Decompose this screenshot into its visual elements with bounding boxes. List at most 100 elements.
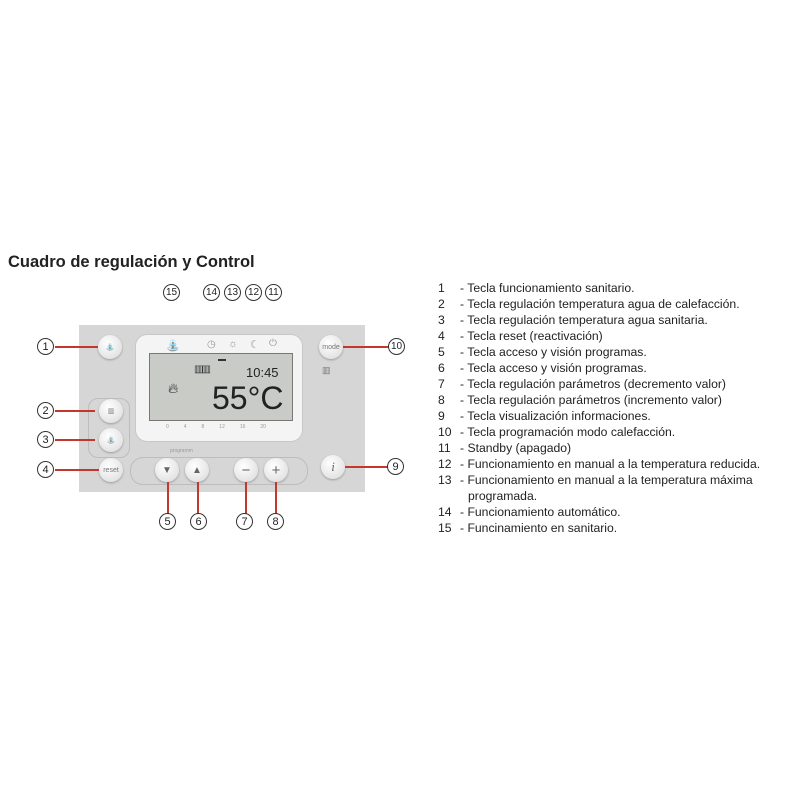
leader-line: [167, 482, 169, 514]
legend-text: - Funcionamiento en manual a la temperat…: [460, 473, 753, 487]
diagram-title: Cuadro de regulación y Control: [8, 253, 255, 271]
legend-item: 13- Funcionamiento en manual a la temper…: [438, 472, 753, 488]
hour-scale: 0 4 8 12 16 20: [166, 424, 266, 430]
legend-number: 8: [438, 393, 445, 407]
legend-text: - Tecla visualización informaciones.: [460, 409, 651, 423]
callout-6: 6: [190, 513, 207, 530]
legend-item: 10- Tecla programación modo calefacción.: [438, 424, 675, 440]
tap-icon: ⛲: [106, 437, 116, 444]
legend-text: - Tecla regulación temperatura agua de c…: [460, 297, 740, 311]
leader-line: [55, 410, 95, 412]
callout-12: 12: [245, 284, 262, 301]
leader-line: [197, 482, 199, 514]
legend-number: 3: [438, 313, 445, 327]
legend-number: 2: [438, 297, 445, 311]
legend-number: 4: [438, 329, 445, 343]
moon-icon: ☾: [250, 339, 260, 351]
legend-number: 11: [438, 441, 451, 455]
info-button[interactable]: i: [321, 455, 345, 479]
callout-13: 13: [224, 284, 241, 301]
leader-line: [275, 482, 277, 514]
indicator-bar: [218, 359, 226, 361]
legend-item: 8 - Tecla regulación parámetros (incremen…: [438, 392, 722, 408]
heating-temp-button[interactable]: ▥: [99, 399, 123, 423]
tap-icon: ⛲: [105, 344, 115, 351]
radiator-mode-icon: ▥: [322, 365, 331, 375]
legend-number: 5: [438, 345, 445, 359]
legend-item: 1 - Tecla funcionamiento sanitario.: [438, 280, 635, 296]
leader-line: [343, 346, 389, 348]
callout-10: 10: [388, 338, 405, 355]
callout-14: 14: [203, 284, 220, 301]
legend-number: 9: [438, 409, 445, 423]
reset-button[interactable]: reset: [99, 458, 123, 482]
legend-item: programada.: [438, 488, 537, 504]
radiator-icon: ▥: [107, 408, 115, 415]
legend-item: 3 - Tecla regulación temperatura agua san…: [438, 312, 708, 328]
legend-item: 9 - Tecla visualización informaciones.: [438, 408, 651, 424]
leader-line: [245, 482, 247, 514]
leader-line: [345, 466, 388, 468]
callout-15: 15: [163, 284, 180, 301]
legend-text: - Standby (apagado): [460, 441, 572, 455]
legend-number: 10: [438, 425, 452, 439]
legend-text: - Tecla reset (reactivación): [460, 329, 603, 343]
legend-text: - Tecla regulación parámetros (decrement…: [460, 377, 726, 391]
legend-item: 7 - Tecla regulación parámetros (decremen…: [438, 376, 726, 392]
legend-item: 15- Funcinamiento en sanitario.: [438, 520, 617, 536]
temperature-readout: 55°C: [212, 380, 284, 416]
callout-8: 8: [267, 513, 284, 530]
legend-text: programada.: [468, 489, 538, 503]
callout-9: 9: [387, 458, 404, 475]
legend-text: - Tecla funcionamiento sanitario.: [460, 281, 635, 295]
legend-number: 7: [438, 377, 445, 391]
sun-icon: ☼: [228, 338, 239, 350]
program-down-button[interactable]: ▼: [155, 458, 179, 482]
leader-line: [55, 469, 99, 471]
clock-icon: ◷: [207, 339, 216, 350]
legend-number: 15: [438, 521, 452, 535]
callout-5: 5: [159, 513, 176, 530]
legend-text: - Tecla regulación parámetros (increment…: [460, 393, 722, 407]
plus-button[interactable]: +: [264, 458, 288, 482]
legend-text: - Tecla regulación temperatura agua sani…: [460, 313, 708, 327]
callout-7: 7: [236, 513, 253, 530]
program-button-bar: [130, 457, 308, 485]
legend-item: 2 - Tecla regulación temperatura agua de …: [438, 296, 740, 312]
legend-item: 4 - Tecla reset (reactivación): [438, 328, 603, 344]
callout-1: 1: [37, 338, 54, 355]
callout-11: 11: [265, 284, 282, 301]
legend-item: 5 - Tecla acceso y visión programas.: [438, 344, 647, 360]
leader-line: [55, 439, 95, 441]
dhw-temp-button[interactable]: ⛲: [99, 428, 123, 452]
legend-text: - Funcionamiento automático.: [460, 505, 621, 519]
program-up-button[interactable]: ▲: [185, 458, 209, 482]
legend-item: 12- Funcionamiento en manual a la temper…: [438, 456, 760, 472]
callout-4: 4: [37, 461, 54, 478]
flame-icon: 🔥︎: [168, 380, 179, 396]
mode-button[interactable]: mode: [319, 335, 343, 359]
program-label: programm: [170, 448, 193, 454]
legend-number: 6: [438, 361, 445, 375]
hour-tick: 8: [201, 424, 205, 430]
legend-number: 1: [438, 281, 445, 295]
legend-item: 14 - Funcionamiento automático.: [438, 504, 621, 520]
legend-number: 14: [438, 505, 452, 519]
power-icon: ⏻: [269, 338, 277, 349]
legend-text: - Tecla acceso y visión programas.: [460, 361, 647, 375]
callout-2: 2: [37, 402, 54, 419]
leader-line: [55, 346, 98, 348]
hour-tick: 0: [166, 424, 169, 430]
sanitary-button[interactable]: ⛲: [98, 335, 122, 359]
hour-tick: 20: [260, 424, 266, 430]
callout-3: 3: [37, 431, 54, 448]
minus-button[interactable]: −: [234, 458, 258, 482]
hour-tick: 12: [219, 424, 225, 430]
time-readout: 10:45: [246, 365, 279, 380]
hour-tick: 4: [183, 424, 187, 430]
button-group-left: [88, 398, 130, 458]
radiator-icon: ▥▥: [194, 364, 211, 375]
legend-number: 12: [438, 457, 452, 471]
legend-text: - Tecla acceso y visión programas.: [460, 345, 647, 359]
lcd-screen: ▥▥ 10:45 🔥︎ 55°C: [149, 353, 293, 421]
